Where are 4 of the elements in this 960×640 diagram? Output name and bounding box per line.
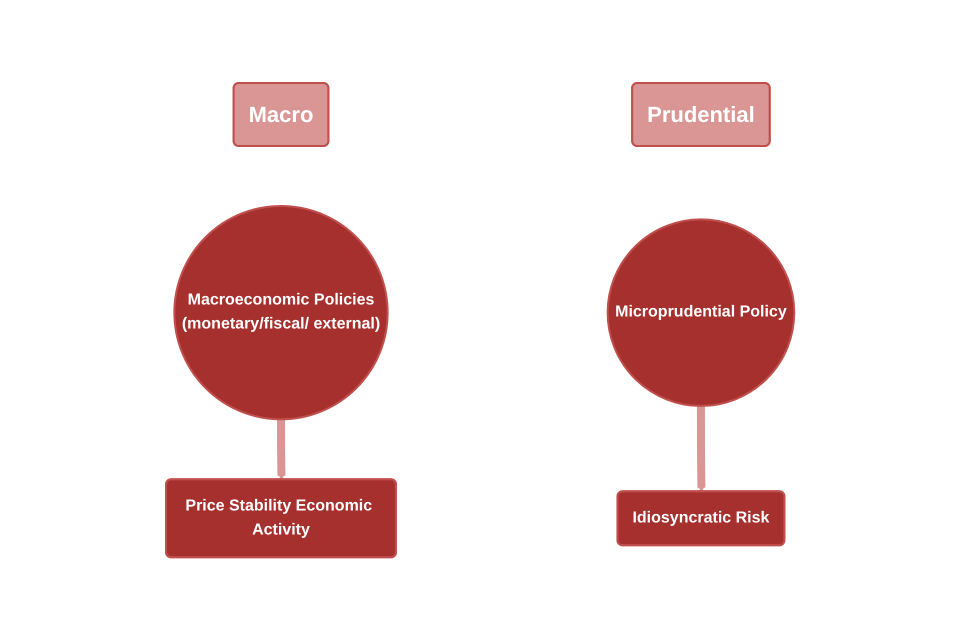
arrow bbox=[696, 406, 706, 492]
node-circle: Macroeconomic Policies (monetary/fiscal/ external) bbox=[173, 204, 389, 420]
arrow bbox=[276, 419, 286, 480]
node-circle: Microprudential Policy bbox=[606, 218, 796, 407]
